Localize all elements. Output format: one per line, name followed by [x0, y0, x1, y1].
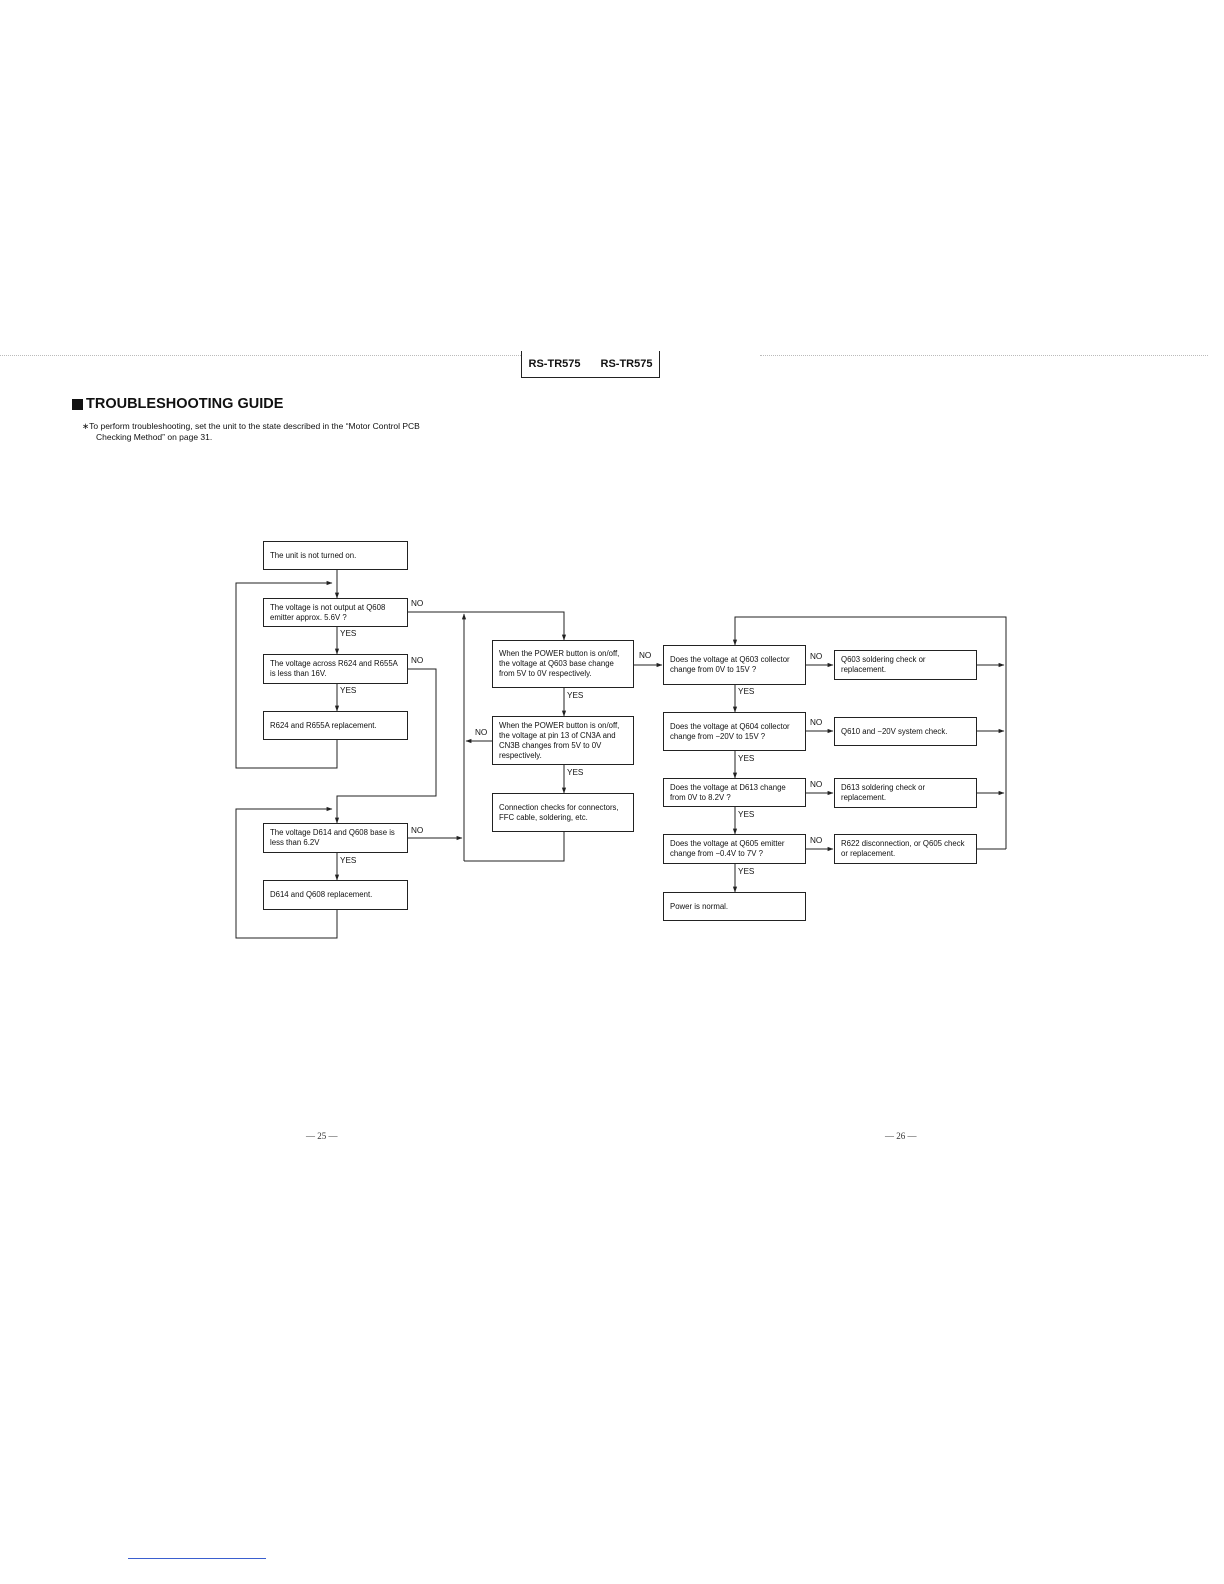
box-q605-emitter: Does the voltage at Q605 emitter change … [663, 834, 806, 864]
box-q603-collector: Does the voltage at Q603 collector chang… [663, 645, 806, 685]
box-r622-disconnect: R622 disconnection, or Q605 check or rep… [834, 834, 977, 864]
box-power-pin13-text: When the POWER button is on/off, the vol… [499, 720, 620, 760]
box-d613-soldering-text: D613 soldering check or replacement. [841, 783, 926, 802]
box-power-q603-base: When the POWER button is on/off, the vol… [492, 640, 634, 688]
box-d614-base-text: The voltage D614 and Q608 base is less t… [270, 828, 395, 847]
bottom-divider [128, 1558, 266, 1559]
label-yes-r624: YES [340, 686, 357, 695]
box-connection-checks: Connection checks for connectors, FFC ca… [492, 793, 634, 832]
label-no-q604-collector: NO [810, 718, 823, 727]
page-number-left: — 25 — [306, 1131, 338, 1141]
label-no-q608: NO [411, 599, 424, 608]
model-header: RS-TR575 RS-TR575 [521, 351, 660, 378]
box-r624-across-text: The voltage across R624 and R655A is les… [270, 659, 398, 678]
box-r624-across: The voltage across R624 and R655A is les… [263, 654, 408, 684]
box-d613-soldering: D613 soldering check or replacement. [834, 778, 977, 808]
square-bullet-icon [72, 398, 83, 410]
label-yes-q605: YES [738, 867, 755, 876]
box-r624-replace-text: R624 and R655A replacement. [270, 720, 377, 730]
label-no-q603-collector: NO [810, 652, 823, 661]
box-q605-emitter-text: Does the voltage at Q605 emitter change … [670, 839, 785, 858]
label-yes-d614: YES [340, 856, 357, 865]
box-start: The unit is not turned on. [263, 541, 408, 570]
box-q608-emitter-text: The voltage is not output at Q608 emitte… [270, 602, 386, 622]
page-number-right: — 26 — [885, 1131, 917, 1141]
box-q610-check-text: Q610 and −20V system check. [841, 726, 948, 736]
header-rule-right [760, 355, 1208, 356]
label-yes-d613: YES [738, 810, 755, 819]
box-r624-replace: R624 and R655A replacement. [263, 711, 408, 740]
box-start-text: The unit is not turned on. [270, 550, 357, 560]
box-q610-check: Q610 and −20V system check. [834, 717, 977, 746]
section-title: TROUBLESHOOTING GUIDE [72, 396, 283, 412]
box-d614-replace: D614 and Q608 replacement. [263, 880, 408, 910]
box-q603-collector-text: Does the voltage at Q603 collector chang… [670, 655, 790, 674]
box-d614-base: The voltage D614 and Q608 base is less t… [263, 823, 408, 853]
label-no-d614: NO [411, 826, 424, 835]
box-power-q603-base-text: When the POWER button is on/off, the vol… [499, 649, 620, 678]
label-yes-q608: YES [340, 629, 357, 638]
model-right: RS-TR575 [600, 358, 653, 370]
box-q603-soldering: Q603 soldering check or replacement. [834, 650, 977, 680]
note-line-1: ∗To perform troubleshooting, set the uni… [82, 421, 420, 431]
section-title-text: TROUBLESHOOTING GUIDE [86, 396, 284, 412]
box-q603-soldering-text: Q603 soldering check or replacement. [841, 655, 926, 674]
label-no-d613: NO [810, 780, 823, 789]
box-q604-collector-text: Does the voltage at Q604 collector chang… [670, 721, 790, 741]
box-r622-disconnect-text: R622 disconnection, or Q605 check or rep… [841, 839, 965, 858]
label-no-r624: NO [411, 656, 424, 665]
label-no-power-q603: NO [639, 651, 652, 660]
model-left: RS-TR575 [528, 358, 581, 370]
box-power-normal: Power is normal. [663, 892, 806, 921]
box-q604-collector: Does the voltage at Q604 collector chang… [663, 712, 806, 751]
box-connection-checks-text: Connection checks for connectors, FFC ca… [499, 802, 619, 822]
note-line-2: Checking Method” on page 31. [96, 431, 213, 442]
box-q608-emitter: The voltage is not output at Q608 emitte… [263, 598, 408, 627]
header-rule-left [0, 355, 521, 356]
box-d614-replace-text: D614 and Q608 replacement. [270, 890, 373, 899]
box-d613-change: Does the voltage at D613 change from 0V … [663, 778, 806, 807]
box-power-normal-text: Power is normal. [670, 901, 729, 911]
box-power-pin13: When the POWER button is on/off, the vol… [492, 716, 634, 765]
label-yes-power-pin13: YES [567, 768, 584, 777]
label-no-power-pin13: NO [475, 728, 488, 737]
section-note: ∗To perform troubleshooting, set the uni… [82, 421, 420, 442]
label-yes-power-q603: YES [567, 691, 584, 700]
label-no-q605: NO [810, 836, 823, 845]
label-yes-q604-collector: YES [738, 754, 755, 763]
box-d613-change-text: Does the voltage at D613 change from 0V … [670, 782, 786, 802]
label-yes-q603-collector: YES [738, 687, 755, 696]
